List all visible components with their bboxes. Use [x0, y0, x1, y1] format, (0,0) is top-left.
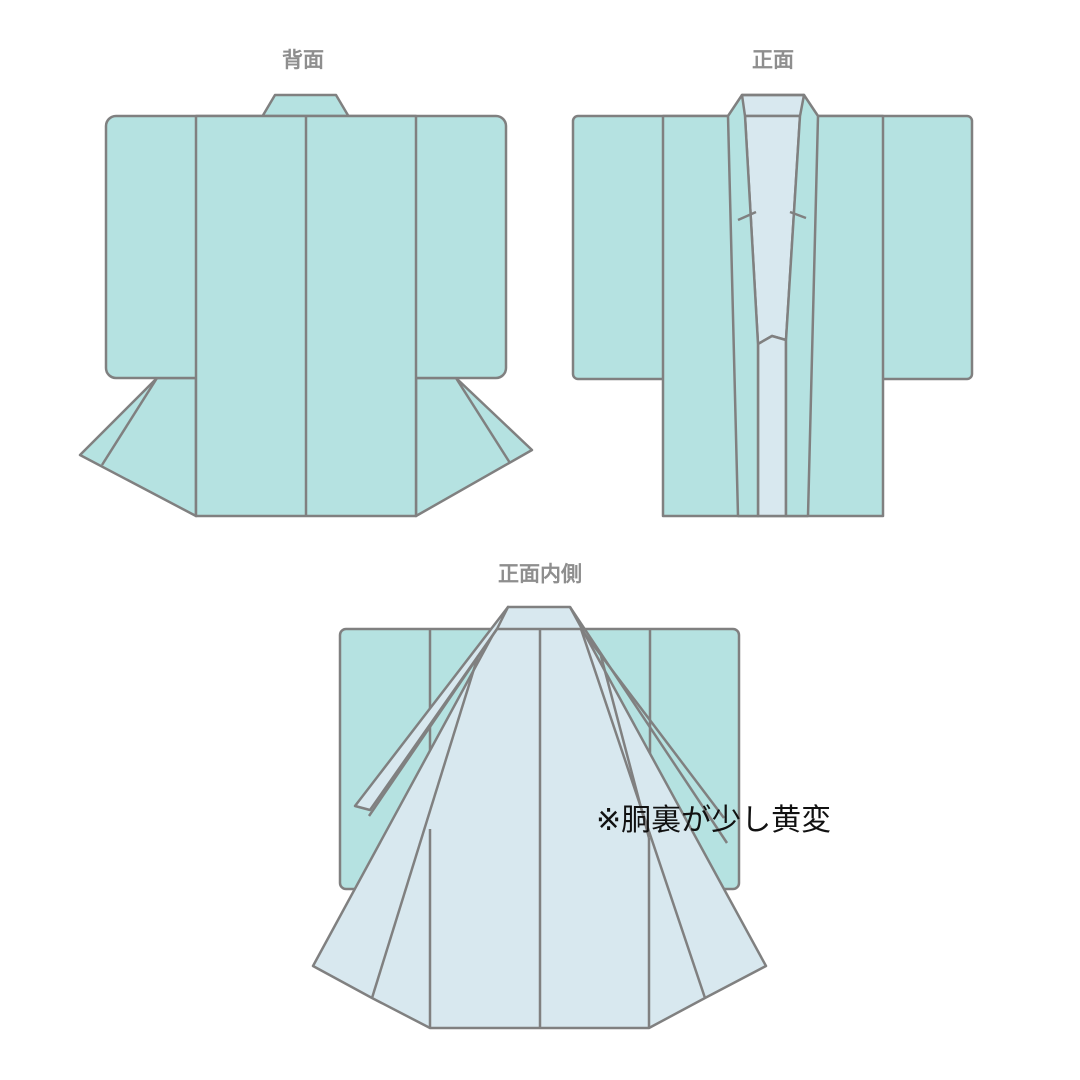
front-view-diagram — [571, 93, 974, 518]
back-right-skirt — [414, 376, 534, 518]
back-collar — [260, 93, 351, 119]
front-inner-collar — [740, 93, 806, 118]
lining-yellowing-note: ※胴裏が少し黄変 — [596, 803, 832, 838]
front-inside-view-label: 正面内側 — [498, 562, 582, 586]
back-view-label: 背面 — [282, 48, 324, 72]
front-view-label: 正面 — [752, 48, 794, 72]
front-left-collar — [726, 93, 760, 518]
front-right-collar — [784, 93, 820, 518]
front-inside-view-diagram — [311, 605, 768, 1030]
back-view-diagram — [78, 93, 534, 518]
inside-left-collar-edge — [353, 605, 510, 812]
front-center-lining — [756, 334, 788, 518]
back-left-skirt — [78, 376, 198, 518]
